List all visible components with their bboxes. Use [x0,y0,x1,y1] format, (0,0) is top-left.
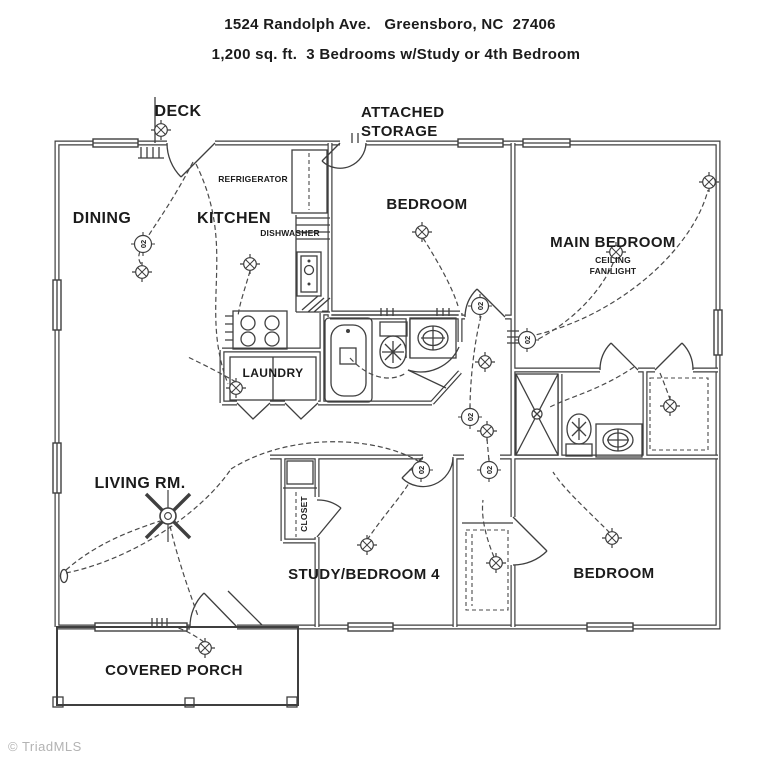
smoke-detector-icon: 02 [476,457,502,483]
walk-in-closet-main [649,377,709,451]
smoke-detector-icon: 02 [130,231,156,257]
specs-subtitle: 1,200 sq. ft. 3 Bedrooms w/Study or 4th … [212,46,581,63]
light-icon-walkin-closet [659,395,681,417]
svg-text:02: 02 [139,240,148,248]
study-closet-door [316,499,342,538]
smoke-detector-icon: 02 [467,293,493,319]
kitchen-counter [295,215,331,313]
label-dining: DINING [73,210,131,227]
main-bedroom-bath-door [599,342,639,371]
toilet-hall-bath [379,321,408,369]
svg-text:02: 02 [476,302,485,310]
smoke-detectors: 02 02 02 02 02 02 [130,231,540,483]
bedroom-closet-nook [462,522,513,611]
wiring-curves [65,161,709,643]
smoke-detector-icon: 02 [514,327,540,353]
light-icon-closet-nook [485,552,507,574]
svg-text:02: 02 [485,466,494,474]
svg-text:02: 02 [523,336,532,344]
light-icon-study [356,534,378,556]
label-refrigerator: REFRIGERATOR [218,174,288,184]
labels: 1524 Randolph Ave. Greensboro, NC 27406 … [8,16,676,754]
deck-structure [138,97,164,159]
label-dishwasher: DISHWASHER [260,228,320,238]
exterior-walls [54,140,721,630]
smoke-detector-icon: 02 [408,457,434,483]
covered-porch-structure [52,626,299,708]
switch-marks [59,133,519,628]
light-icon-dining [131,261,153,283]
washer-dryer-fixture [229,356,319,420]
main-closet-door [654,342,694,371]
light-icon-bedroom-top [411,221,433,243]
light-icon-laundry [225,377,247,399]
light-icon-hall-a [474,351,496,373]
label-covered-porch: COVERED PORCH [105,662,243,679]
bedroom-top-door [464,288,506,318]
shower-fixture [515,373,559,456]
label-living-room: LIVING RM. [94,475,185,492]
ceiling-fan-symbol [144,490,192,542]
kitchen-sink [296,251,322,297]
front-door [189,590,263,628]
stove-fixture [225,310,288,350]
label-deck: DECK [155,103,202,120]
label-bedroom-bottom: BEDROOM [573,565,654,582]
address-title: 1524 Randolph Ave. Greensboro, NC 27406 [224,16,556,33]
hall-bath-door [407,346,460,389]
light-icon-porch [194,637,216,659]
label-ceiling: CEILING [595,255,631,265]
label-closet: CLOSET [299,496,309,532]
light-icon-bedroom-bottom [601,527,623,549]
label-main-bedroom: MAIN BEDROOM [550,234,676,251]
bedroom-bottom-door [512,516,548,566]
label-study-bedroom4: STUDY/BEDROOM 4 [288,566,440,583]
refrigerator-fixture [291,149,328,214]
toilet-main-bath [565,413,593,457]
sink-main-bath [595,423,643,458]
label-kitchen: KITCHEN [197,210,271,227]
label-bedroom-top: BEDROOM [386,196,467,213]
label-attached-storage-1: ATTACHED [361,104,444,121]
svg-text:02: 02 [417,466,426,474]
label-attached-storage-2: STORAGE [361,123,438,140]
triadmls-watermark: © TriadMLS [8,739,82,754]
light-icon-deck [150,119,172,141]
bathtub-fixture [324,317,373,403]
label-laundry: LAUNDRY [242,366,303,380]
sink-hall-bath [409,317,457,359]
doors [166,142,694,628]
label-fan-light: FAN/LIGHT [590,266,637,276]
deck-door [166,142,216,178]
storage-door [321,142,367,169]
study-closet [283,460,317,537]
light-icon-hall-b [476,420,498,442]
light-icon-kitchen [239,253,261,275]
svg-text:02: 02 [466,413,475,421]
smoke-detector-icon: 02 [457,404,483,430]
